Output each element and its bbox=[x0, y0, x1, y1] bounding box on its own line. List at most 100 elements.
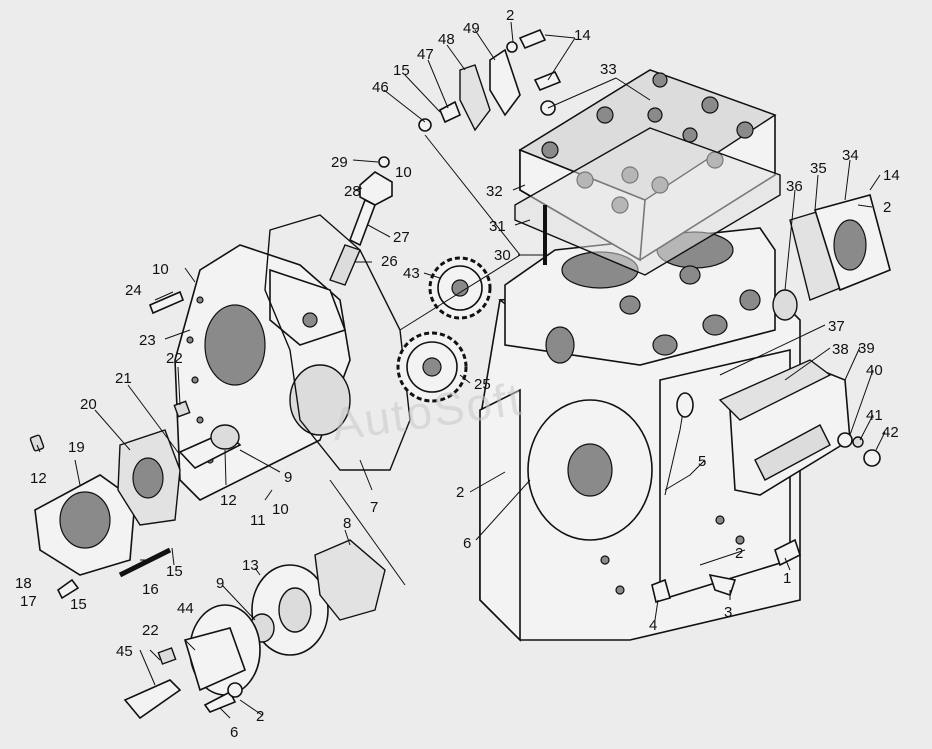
label-2: 2 bbox=[735, 545, 743, 562]
label-10: 10 bbox=[272, 501, 289, 518]
key-22b bbox=[157, 647, 177, 665]
label-15: 15 bbox=[393, 62, 410, 79]
label-1: 1 bbox=[783, 570, 791, 587]
label-37: 37 bbox=[828, 318, 845, 335]
label-48: 48 bbox=[438, 31, 455, 48]
label-34: 34 bbox=[842, 147, 859, 164]
label-12: 12 bbox=[30, 470, 47, 487]
label-6: 6 bbox=[230, 724, 238, 741]
timing-gear-43 bbox=[428, 256, 492, 320]
label-15: 15 bbox=[70, 596, 87, 613]
label-33: 33 bbox=[600, 61, 617, 78]
label-9: 9 bbox=[284, 469, 292, 486]
callout-labels: 1 2 2 2 2 2 3 4 5 6 6 7 8 9 9 10 10 10 1… bbox=[15, 7, 900, 741]
leader-lines bbox=[36, 21, 886, 719]
bearing-flange-19 bbox=[34, 474, 136, 576]
label-39: 39 bbox=[858, 340, 875, 357]
label-42: 42 bbox=[882, 424, 899, 441]
label-16: 16 bbox=[142, 581, 159, 598]
label-4: 4 bbox=[649, 617, 657, 634]
washer-40 bbox=[837, 432, 853, 448]
label-19: 19 bbox=[68, 439, 85, 456]
bolt-24 bbox=[148, 290, 185, 315]
label-2: 2 bbox=[256, 708, 264, 725]
label-43: 43 bbox=[403, 265, 420, 282]
label-7: 7 bbox=[370, 499, 378, 516]
cap-28 bbox=[359, 171, 393, 206]
cover-gasket bbox=[264, 214, 411, 471]
bolt-45 bbox=[123, 679, 182, 720]
bolt-17 bbox=[56, 578, 80, 600]
label-41: 41 bbox=[866, 407, 883, 424]
label-22: 22 bbox=[142, 622, 159, 639]
washer-29 bbox=[378, 156, 390, 168]
label-29: 29 bbox=[331, 154, 348, 171]
plug-36 bbox=[772, 289, 798, 321]
label-24: 24 bbox=[125, 282, 142, 299]
fitting-47 bbox=[438, 100, 462, 124]
label-15: 15 bbox=[166, 563, 183, 580]
label-9: 9 bbox=[216, 575, 224, 592]
end-cover-44 bbox=[183, 604, 261, 696]
timing-gear-25 bbox=[396, 331, 468, 403]
label-47: 47 bbox=[417, 46, 434, 63]
label-25: 25 bbox=[474, 376, 491, 393]
label-21: 21 bbox=[115, 370, 132, 387]
label-3: 3 bbox=[724, 604, 732, 621]
valve-26 bbox=[329, 244, 361, 286]
washer-2-top bbox=[506, 41, 518, 53]
label-23: 23 bbox=[139, 332, 156, 349]
label-11: 11 bbox=[250, 512, 266, 529]
label-2: 2 bbox=[883, 199, 891, 216]
label-31: 31 bbox=[489, 218, 506, 235]
label-44: 44 bbox=[177, 600, 194, 617]
label-26: 26 bbox=[381, 253, 398, 270]
washer-41 bbox=[852, 436, 864, 448]
label-14: 14 bbox=[574, 27, 591, 44]
label-10: 10 bbox=[395, 164, 412, 181]
key-12 bbox=[29, 434, 45, 452]
label-46: 46 bbox=[372, 79, 389, 96]
label-28: 28 bbox=[344, 183, 361, 200]
label-20: 20 bbox=[80, 396, 97, 413]
label-10: 10 bbox=[152, 261, 169, 278]
bolt-6b bbox=[203, 690, 237, 713]
plug-4 bbox=[651, 578, 671, 603]
nut-42 bbox=[863, 449, 881, 467]
label-22: 22 bbox=[166, 350, 183, 367]
label-40: 40 bbox=[866, 362, 883, 379]
label-32: 32 bbox=[486, 183, 503, 200]
side-cover-35 bbox=[789, 194, 891, 301]
label-17: 17 bbox=[20, 593, 37, 610]
label-5: 5 bbox=[698, 453, 706, 470]
end-gasket bbox=[314, 539, 386, 621]
label-36: 36 bbox=[786, 178, 803, 195]
flange-49 bbox=[489, 48, 521, 117]
bolt-1 bbox=[774, 538, 801, 567]
label-13: 13 bbox=[242, 557, 259, 574]
label-27: 27 bbox=[393, 229, 410, 246]
label-35: 35 bbox=[810, 160, 827, 177]
label-45: 45 bbox=[116, 643, 133, 660]
label-6: 6 bbox=[463, 535, 471, 552]
washer-2-bottom bbox=[227, 682, 243, 698]
label-30: 30 bbox=[494, 247, 511, 264]
label-12: 12 bbox=[220, 492, 237, 509]
label-2: 2 bbox=[506, 7, 514, 24]
label-38: 38 bbox=[832, 341, 849, 358]
label-2: 2 bbox=[456, 484, 464, 501]
cylinder-block bbox=[504, 227, 776, 366]
pulley-13 bbox=[251, 564, 329, 656]
label-18: 18 bbox=[15, 575, 32, 592]
gasket-38 bbox=[718, 359, 832, 421]
label-8: 8 bbox=[343, 515, 351, 532]
bolt-16 bbox=[118, 547, 172, 578]
label-14: 14 bbox=[883, 167, 900, 184]
washer-46 bbox=[418, 118, 432, 132]
spring-27 bbox=[348, 198, 377, 247]
label-49: 49 bbox=[463, 20, 480, 37]
bolt-14b bbox=[533, 70, 562, 92]
flange-48 bbox=[459, 64, 491, 132]
